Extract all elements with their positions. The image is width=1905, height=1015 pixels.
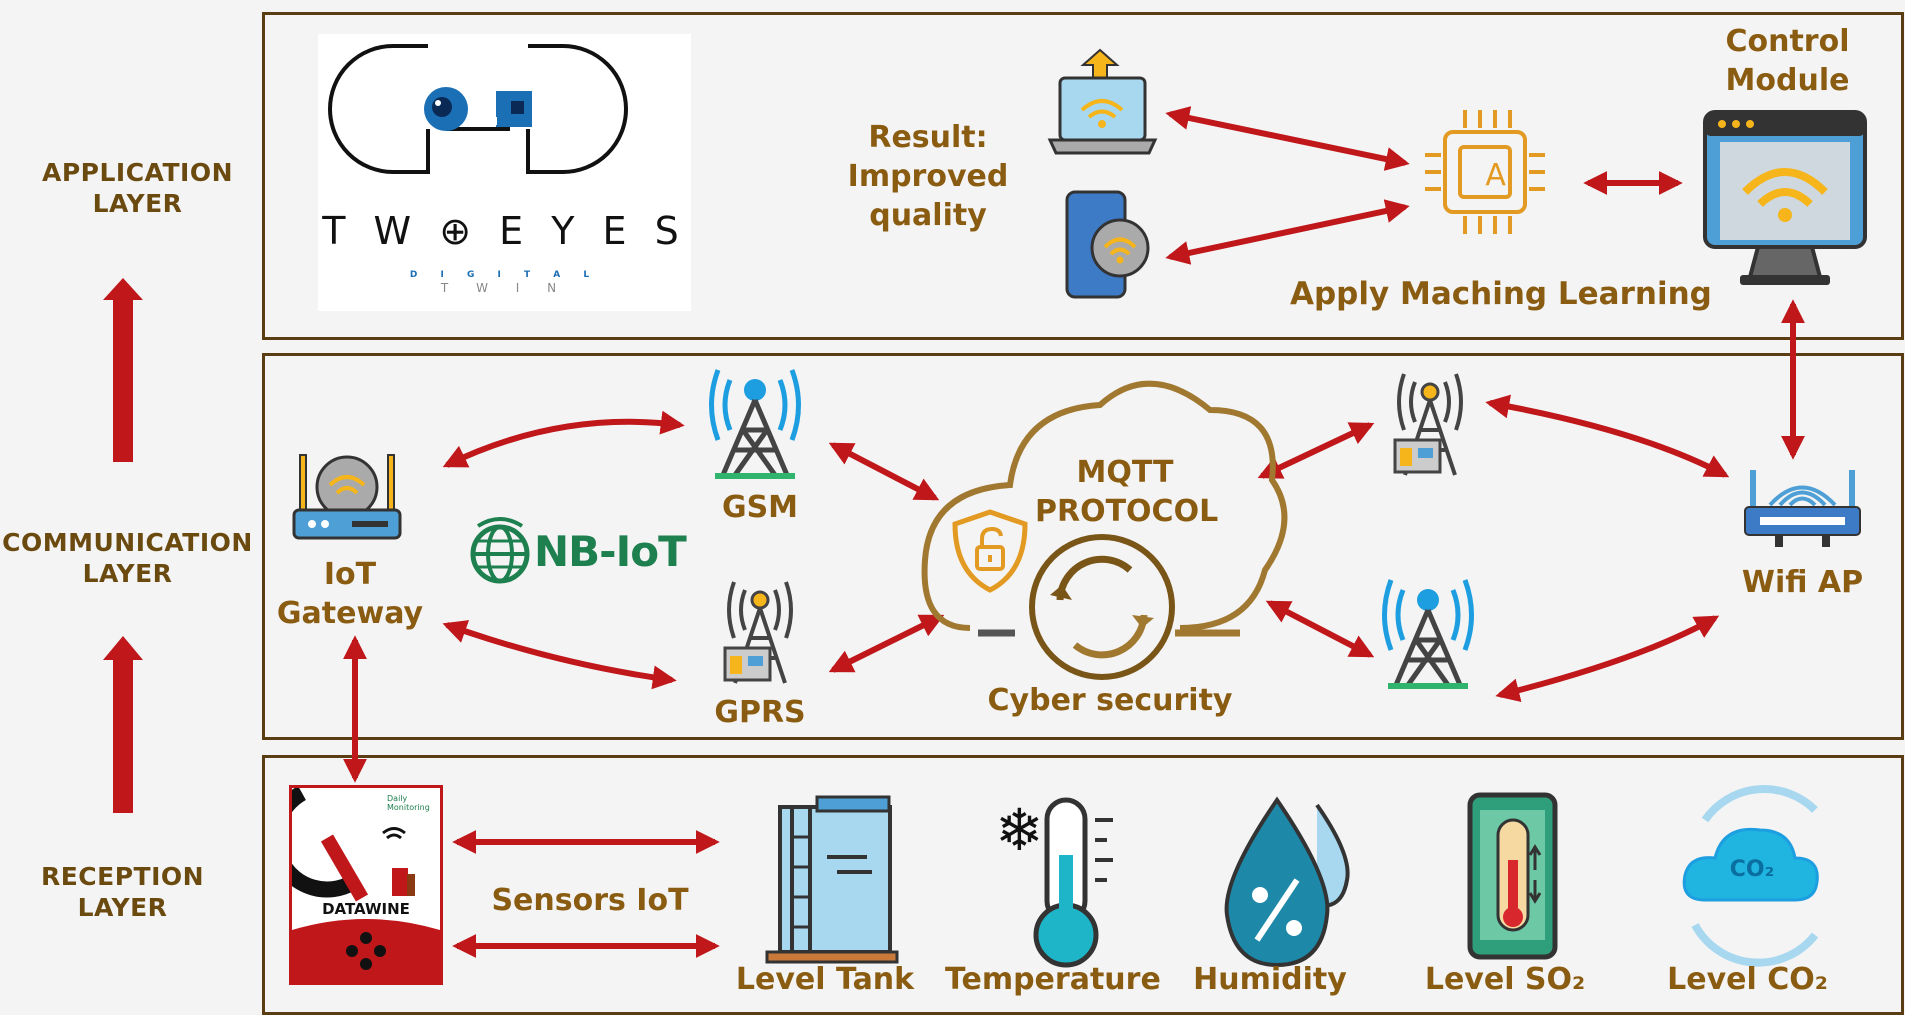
cyber-security-label: Cyber security	[987, 683, 1233, 718]
gprs-label: GPRS	[714, 695, 806, 730]
sensor-humidity-label: Humidity	[1193, 962, 1347, 997]
arrow-laptop-ai	[1165, 106, 1410, 171]
humidity-icon	[1224, 796, 1350, 968]
control-module-icon	[1703, 110, 1867, 285]
globe-icon	[470, 517, 530, 584]
result-label: Result: Improved quality	[847, 120, 1009, 233]
arrow-tower-wifi-top	[1485, 394, 1730, 478]
datawine-brand: DATAWINE	[322, 900, 410, 918]
svg-text:❄: ❄	[995, 796, 1044, 864]
gsm-tower-icon	[709, 369, 801, 479]
iot-gateway-router-icon	[292, 454, 402, 540]
mqtt-cloud-icon	[921, 380, 1288, 680]
layer-up-arrow-top	[103, 278, 143, 462]
arrow-gateway-gsm	[442, 410, 685, 468]
sensor-so2-label: Level SO₂	[1424, 962, 1586, 997]
arrow-gsm-cloud	[828, 442, 940, 501]
sensor-level-tank-label: Level Tank	[735, 962, 915, 997]
ml-label: Apply Maching Learning	[1290, 276, 1712, 312]
application-layer-label: APPLICATION LAYER	[41, 158, 233, 218]
logo-digital: D I G I T A L	[409, 270, 600, 280]
datawine-device: Daily Monitoring DATAWINE	[289, 785, 443, 985]
datawine-badge: Daily Monitoring	[387, 794, 430, 812]
sensor-co2-label: Level CO₂	[1667, 962, 1828, 997]
level-tank-icon	[765, 795, 899, 964]
co2-text: CO₂	[1729, 857, 1775, 882]
arrow-cloud-tower-right-top	[1257, 422, 1375, 479]
gprs-tower-icon	[723, 581, 793, 684]
shield-lock-icon	[952, 509, 1028, 593]
ai-chip-label: AI	[1485, 158, 1515, 193]
logo-name: T W ⊕ E Y E S	[322, 209, 687, 253]
so2-sensor-icon	[1467, 792, 1558, 960]
arrow-phone-ai	[1165, 199, 1410, 265]
thermometer-icon: ❄	[995, 796, 1113, 968]
nbiot-logo: NB-IoT	[470, 512, 687, 590]
phone-wifi-icon	[1065, 190, 1150, 299]
twoeyes-logo-mark	[328, 44, 628, 174]
ai-chip-icon	[1425, 110, 1545, 234]
datawine-graphic	[292, 788, 440, 982]
logo-twin: T W I N	[440, 281, 569, 295]
arrow-cloud-tower-right-bottom	[1265, 600, 1375, 658]
mqtt-label: MQTT PROTOCOL	[1035, 455, 1219, 529]
iot-gateway-label: IoT Gateway	[276, 557, 424, 631]
wifi-ap-router-icon	[1744, 470, 1861, 547]
tower-right-top-icon	[1393, 373, 1463, 476]
wifi-ap-label: Wifi AP	[1741, 565, 1864, 600]
twoeyes-logo: T W ⊕ E Y E S D I G I T A L T W I N	[318, 34, 691, 311]
sensor-temperature-label: Temperature	[945, 962, 1161, 997]
layer-up-arrow-bottom	[103, 636, 143, 813]
sensors-iot-label: Sensors IoT	[491, 883, 689, 918]
tower-right-bottom-icon	[1382, 579, 1474, 689]
co2-cloud-icon	[1682, 785, 1819, 967]
arrow-gprs-cloud	[828, 614, 945, 673]
arrow-tower-wifi-bottom	[1495, 615, 1720, 702]
control-module-label: Control Module	[1725, 24, 1850, 98]
laptop-wifi-icon	[1047, 48, 1158, 155]
reception-layer-label: RECEPTION LAYER	[40, 862, 205, 922]
arrow-gateway-gprs	[442, 620, 677, 690]
gsm-label: GSM	[721, 490, 799, 525]
communication-layer-label: COMMUNICATION LAYER	[2, 528, 253, 588]
nbiot-text: NB-IoT	[534, 526, 687, 576]
